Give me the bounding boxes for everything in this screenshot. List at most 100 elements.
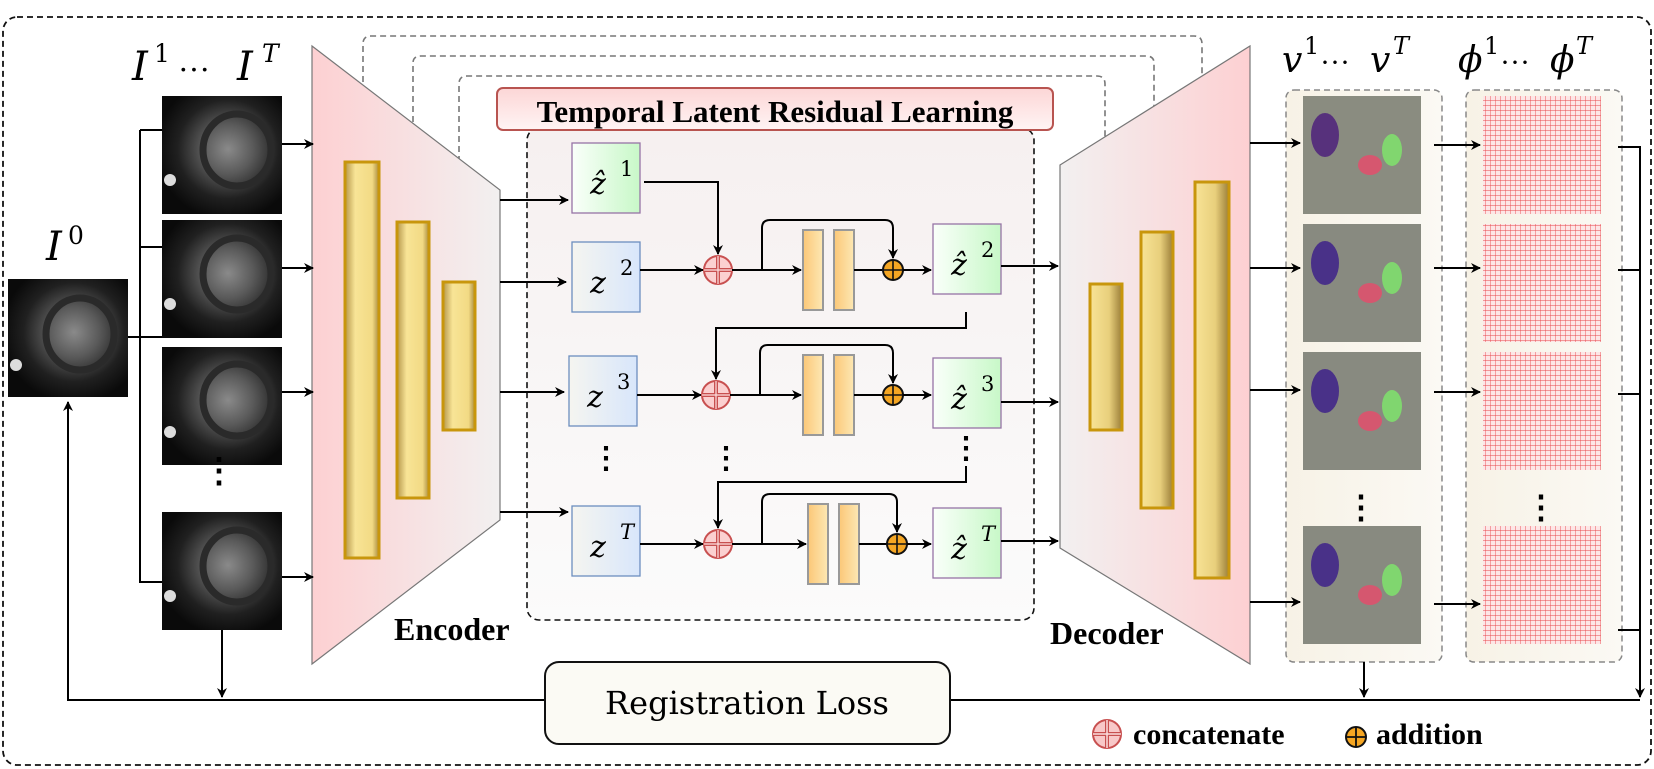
addition-cross xyxy=(883,385,903,405)
velocity-field-T xyxy=(1303,526,1421,644)
concatenate-icon xyxy=(1092,719,1122,749)
legend-addition-label: addition xyxy=(1376,718,1483,751)
latent-zhat1: ẑ 1 xyxy=(571,142,641,214)
concat-vdots: ⋮ xyxy=(711,442,741,475)
skip-connection-2 xyxy=(412,55,1164,224)
legend: concatenate addition xyxy=(1092,718,1483,751)
input-connectors xyxy=(63,129,545,701)
velocity-field-2 xyxy=(1303,224,1421,342)
outer-frame xyxy=(2,16,1652,766)
svg-text:I: I xyxy=(45,224,63,270)
concatenate-cross-highlight xyxy=(704,256,732,284)
svg-text:T: T xyxy=(620,520,636,544)
deformation-vdots: ⋮ xyxy=(1525,489,1557,525)
velocity-field-3 xyxy=(1303,352,1421,470)
latent-zT: z T xyxy=(571,505,641,577)
velocity-vdots: ⋮ xyxy=(1345,489,1377,525)
svg-text:2: 2 xyxy=(620,256,633,280)
velocity-label: v 1 ··· v T xyxy=(1282,32,1411,81)
svg-text:···: ··· xyxy=(1320,46,1350,79)
velocity-fields xyxy=(1303,96,1421,644)
deformation-field-3 xyxy=(1483,352,1601,470)
addition-cross xyxy=(883,260,903,280)
svg-text:1: 1 xyxy=(1484,32,1499,60)
latent-to-decoder-arrows xyxy=(1001,261,1059,546)
svg-text:3: 3 xyxy=(981,372,994,396)
output-arrows xyxy=(950,138,1645,701)
svg-text:3: 3 xyxy=(617,370,630,394)
latent-zhatT: ẑ T xyxy=(932,507,1002,579)
addition-icon xyxy=(1345,726,1367,748)
svg-text:I: I xyxy=(236,44,254,90)
decoder-feature-bar-1 xyxy=(1088,282,1124,432)
latent-vdots: ⋮ xyxy=(591,442,621,475)
svg-text:ẑ: ẑ xyxy=(950,382,967,417)
skip-connection-3 xyxy=(458,75,1115,282)
svg-text:ẑ: ẑ xyxy=(950,248,967,283)
registration-loss-box xyxy=(544,661,951,745)
latent-z2: z 2 xyxy=(571,241,641,313)
deformation-field-1 xyxy=(1483,96,1601,214)
encoder-feature-bar-1 xyxy=(343,160,381,560)
residual-rows xyxy=(637,181,967,585)
tlrl-title: Temporal Latent Residual Learning xyxy=(537,94,1014,129)
prev-latent-arrow xyxy=(644,181,723,255)
residual-skip-arrow xyxy=(759,344,898,395)
svg-text:0: 0 xyxy=(68,221,84,250)
velocity-field-1 xyxy=(1303,96,1421,214)
encoder-feature-bar-3 xyxy=(441,280,477,432)
svg-text:T: T xyxy=(1576,32,1594,60)
prev-latent-arrow xyxy=(713,466,967,529)
decoder-label: Decoder xyxy=(1050,615,1164,651)
concatenate-cross-highlight xyxy=(704,530,732,558)
prev-latent-arrow xyxy=(711,312,967,380)
decoder-feature-bar-2 xyxy=(1139,230,1175,510)
deformation-field-T xyxy=(1483,526,1601,644)
svg-text:···: ··· xyxy=(1500,46,1530,79)
encoder-to-latent-arrows xyxy=(500,195,569,517)
deformation-field-2 xyxy=(1483,224,1601,342)
input-sequence-label: I 1 ··· I T xyxy=(131,39,281,90)
conv-block xyxy=(833,354,855,436)
conv-block xyxy=(833,229,855,311)
svg-text:v: v xyxy=(1282,40,1302,81)
registration-loss-label: Registration Loss xyxy=(605,684,889,722)
svg-text:z: z xyxy=(586,380,603,415)
addition-cross xyxy=(887,534,907,554)
output-vdots: ⋮ xyxy=(951,432,981,465)
deformation-fields xyxy=(1483,96,1601,644)
svg-text:T: T xyxy=(262,39,281,68)
encoder-label: Encoder xyxy=(394,611,510,647)
conv-block xyxy=(802,354,824,436)
svg-text:···: ··· xyxy=(178,51,210,87)
latent-zhat2: ẑ 2 xyxy=(932,223,1002,295)
residual-skip-arrow xyxy=(761,219,898,270)
input-sequence xyxy=(162,96,282,630)
conv-block xyxy=(807,503,829,585)
skip-connections xyxy=(362,35,1212,282)
skip-connection-1 xyxy=(362,35,1212,174)
svg-text:v: v xyxy=(1370,40,1390,81)
legend-concatenate-label: concatenate xyxy=(1133,718,1285,751)
latent-z3: z 3 xyxy=(568,355,638,427)
deformation-label: ϕ 1 ··· ϕ T xyxy=(1458,32,1594,81)
conv-block xyxy=(838,503,860,585)
tlrl-title-box xyxy=(496,87,1054,131)
svg-text:1: 1 xyxy=(1304,32,1319,60)
svg-text:z: z xyxy=(589,530,606,565)
svg-text:1: 1 xyxy=(154,39,170,68)
svg-text:ẑ: ẑ xyxy=(950,532,967,567)
svg-text:ϕ: ϕ xyxy=(1550,40,1575,81)
decoder-feature-bar-3 xyxy=(1193,180,1231,580)
svg-text:ϕ: ϕ xyxy=(1458,40,1483,81)
residual-skip-arrow xyxy=(761,493,902,544)
encoder-feature-bar-2 xyxy=(395,220,431,500)
svg-text:z: z xyxy=(589,266,606,301)
svg-text:T: T xyxy=(981,522,997,546)
svg-text:T: T xyxy=(1393,32,1411,60)
input-vdots: ⋮ xyxy=(202,453,236,490)
template-label: I 0 xyxy=(45,221,84,270)
concatenate-cross-highlight xyxy=(702,381,730,409)
svg-text:1: 1 xyxy=(620,157,633,181)
